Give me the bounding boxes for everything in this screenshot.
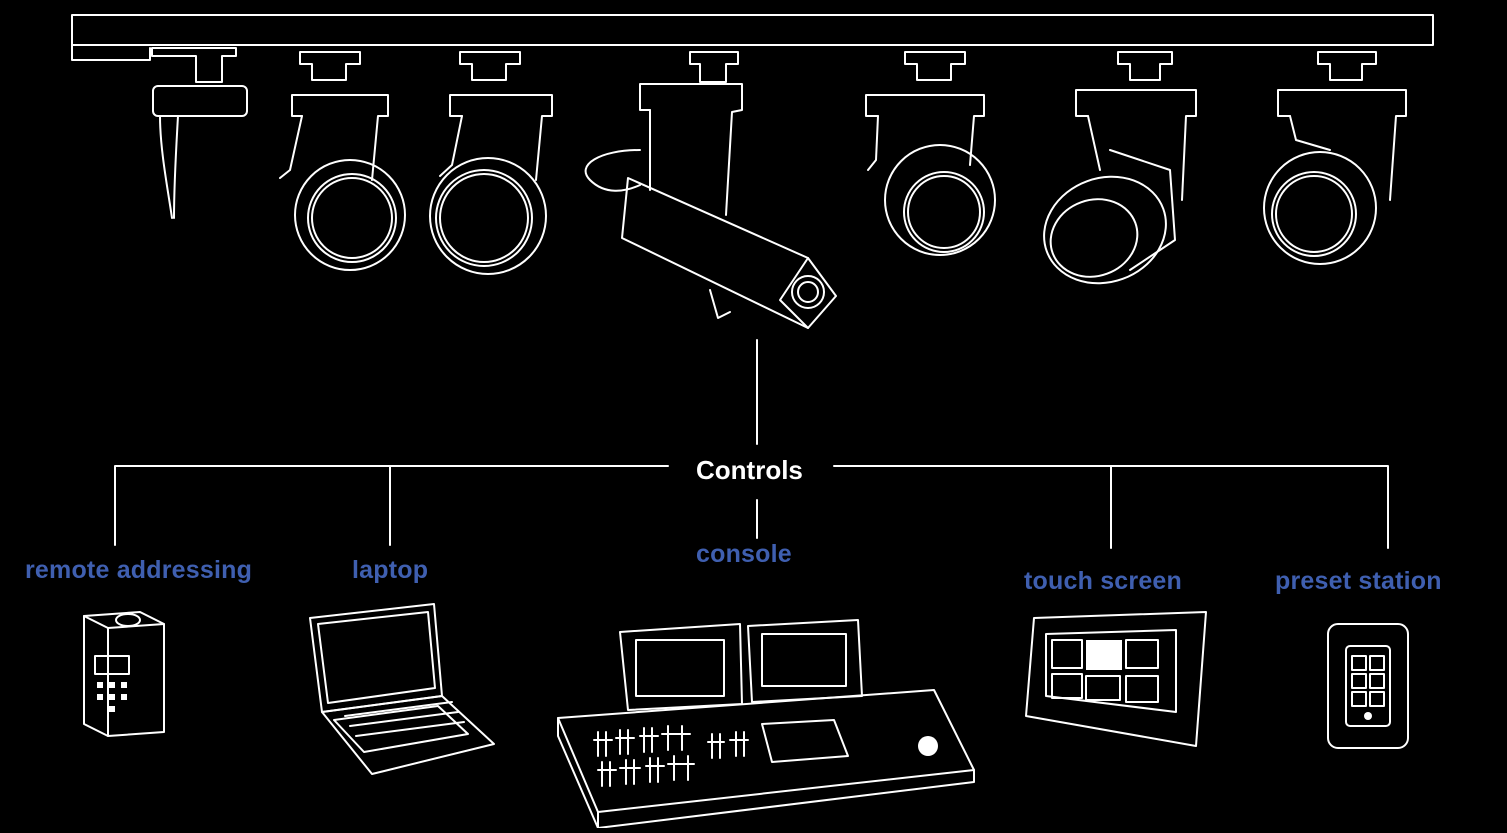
moving-light-icon xyxy=(279,51,406,271)
laptop-icon xyxy=(309,603,495,775)
remote-addressing-label: remote addressing xyxy=(25,556,253,584)
console-icon xyxy=(557,619,975,829)
console-label: console xyxy=(696,540,792,568)
preset-station-icon xyxy=(1327,623,1409,749)
remote-addressing-icon xyxy=(83,611,165,737)
lighting-truss xyxy=(71,14,1434,61)
controls-hub-label: Controls xyxy=(696,455,803,485)
moving-light-icon xyxy=(429,51,553,275)
moving-light-icon xyxy=(1043,51,1197,285)
touch-screen-icon xyxy=(1025,611,1207,747)
preset-station-label: preset station xyxy=(1275,567,1442,595)
moving-light-icon xyxy=(1263,51,1407,265)
touch-screen-label: touch screen xyxy=(1024,567,1183,595)
connection-lines xyxy=(114,339,1389,549)
ellipsoidal-spotlight-icon xyxy=(584,51,837,329)
laptop-label: laptop xyxy=(352,556,429,584)
moving-light-icon xyxy=(865,51,996,256)
fixture-clamp-icon xyxy=(151,47,248,219)
